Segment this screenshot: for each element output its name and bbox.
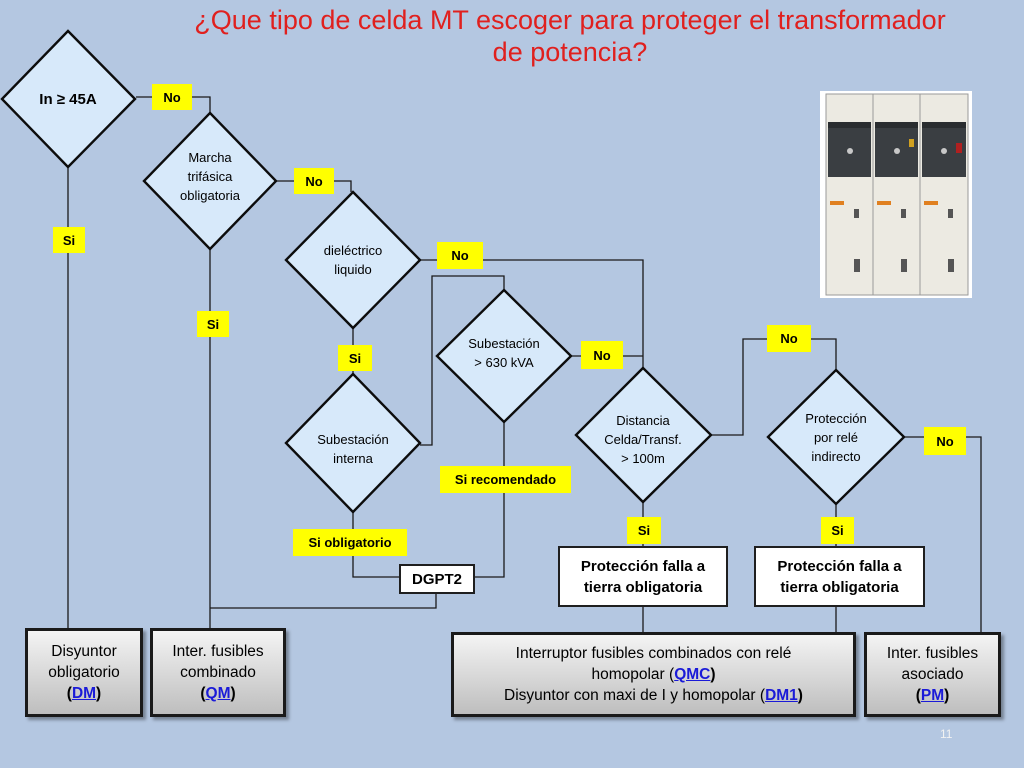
result-interruptor-combinado-box: Interruptor fusibles combinados con relé… — [451, 632, 856, 717]
link-qm[interactable]: QM — [205, 685, 231, 702]
decision-interna-line-1: Subestación — [317, 432, 389, 447]
label-no-630: No — [581, 341, 623, 369]
label-si-obligatorio: Si obligatorio — [293, 529, 407, 556]
result-qmc-line-1: Interruptor fusibles combinados con relé — [515, 645, 792, 662]
decision-630-line-2: > 630 kVA — [474, 355, 534, 370]
page-title-line-2: de potencia? — [492, 37, 648, 67]
label-si-rele: Si — [821, 517, 854, 544]
result-qmc-line-2-pre: homopolar ( — [591, 666, 675, 683]
label-no-dielectrico: No — [437, 242, 483, 269]
proteccion-falla-2-line-2: tierra obligatoria — [780, 578, 899, 596]
decision-dielectrico-text: dieléctrico liquido — [303, 238, 403, 282]
proteccion-falla-box-2: Protección falla a tierra obligatoria — [754, 546, 925, 607]
result-asociado-line-2: asociado — [901, 666, 964, 683]
decision-rele-diamond — [766, 368, 906, 506]
link-dm1[interactable]: DM1 — [765, 687, 798, 704]
decision-distancia-diamond — [574, 366, 713, 504]
decision-interna-diamond — [284, 372, 422, 514]
paren-close: ) — [230, 685, 236, 702]
paren-close: ) — [710, 666, 716, 683]
proteccion-falla-1-line-1: Protección falla a — [580, 557, 706, 575]
paren-open: ( — [915, 687, 921, 704]
result-combinado-line-2: combinado — [180, 664, 256, 681]
decision-marcha-diamond — [142, 111, 278, 251]
result-asociado-line-1: Inter. fusibles — [886, 645, 979, 662]
decision-marcha-line-2: trifásica — [187, 168, 233, 184]
decision-interna-text: Subestación interna — [303, 428, 403, 470]
proteccion-falla-2-line-1: Protección falla a — [777, 557, 902, 575]
decision-distancia-line-3: > 100m — [621, 450, 665, 466]
proteccion-falla-box-1: Protección falla a tierra obligatoria — [558, 546, 728, 607]
label-no-in45: No — [152, 84, 192, 110]
page-title-line-1: ¿Que tipo de celda MT escoger para prote… — [194, 5, 946, 35]
paren-close: ) — [797, 687, 803, 704]
decision-in45-label: In ≥ 45A — [39, 90, 97, 108]
result-combinado-line-3: (QM) — [200, 683, 235, 704]
decision-630-diamond — [435, 288, 573, 424]
paren-close: ) — [96, 685, 102, 702]
switchgear-cabinet-image — [820, 91, 972, 298]
label-si-recomendado: Si recomendado — [440, 466, 571, 493]
label-no-distancia: No — [767, 325, 811, 352]
decision-in45-diamond — [0, 29, 137, 169]
proteccion-falla-1-line-2: tierra obligatoria — [583, 578, 703, 596]
result-disyuntor-box: Disyuntor obligatorio (DM) — [25, 628, 143, 717]
result-dm1-line: Disyuntor con maxi de I y homopolar (DM1… — [504, 685, 803, 706]
result-combinado-line-1: Inter. fusibles — [172, 643, 264, 660]
result-dm1-line-pre: Disyuntor con maxi de I y homopolar ( — [504, 687, 766, 704]
decision-rele-text: Protección por relé indirecto — [786, 407, 886, 467]
page-title: ¿Que tipo de celda MT escoger para prote… — [120, 4, 1020, 68]
page-number: 11 — [940, 727, 953, 741]
decision-rele-line-3: indirecto — [811, 448, 861, 464]
decision-distancia-line-1: Distancia — [616, 412, 670, 428]
decision-dielectrico-line-2: liquido — [334, 262, 372, 277]
link-dm[interactable]: DM — [71, 685, 97, 702]
label-si-marcha: Si — [197, 311, 229, 337]
result-disyuntor-line-1: Disyuntor — [51, 643, 117, 660]
decision-630-line-1: Subestación — [468, 336, 540, 351]
label-si-in45: Si — [53, 227, 85, 253]
paren-open: ( — [66, 685, 72, 702]
decision-distancia-text: Distancia Celda/Transf. > 100m — [590, 409, 696, 469]
dgpt2-label: DGPT2 — [411, 570, 462, 588]
label-no-marcha: No — [294, 168, 334, 194]
decision-in45-text: In ≥ 45A — [18, 86, 118, 112]
paren-open: ( — [200, 685, 206, 702]
decision-dielectrico-line-1: dieléctrico — [323, 243, 383, 258]
label-no-rele: No — [924, 427, 966, 455]
decision-marcha-line-3: obligatoria — [180, 187, 240, 203]
link-qmc[interactable]: QMC — [674, 666, 711, 683]
decision-interna-line-2: interna — [333, 451, 373, 466]
result-qmc-line-2: homopolar (QMC) — [591, 664, 715, 685]
label-si-distancia: Si — [627, 517, 661, 544]
paren-close: ) — [944, 687, 950, 704]
label-si-dielectrico: Si — [338, 345, 372, 371]
decision-distancia-line-2: Celda/Transf. — [604, 431, 682, 447]
decision-dielectrico-diamond — [284, 190, 422, 330]
result-inter-asociado-box: Inter. fusibles asociado (PM) — [864, 632, 1001, 717]
result-inter-combinado-box: Inter. fusibles combinado (QM) — [150, 628, 286, 717]
dgpt2-box: DGPT2 — [399, 564, 475, 594]
decision-marcha-line-1: Marcha — [188, 149, 232, 165]
link-pm[interactable]: PM — [920, 687, 945, 704]
switchgear-cabinet-drawing — [825, 93, 969, 296]
decision-rele-line-1: Protección — [805, 410, 867, 426]
decision-630-text: Subestación > 630 kVA — [454, 332, 554, 374]
result-disyuntor-line-3: (DM) — [67, 683, 101, 704]
result-disyuntor-line-2: obligatorio — [48, 664, 120, 681]
decision-marcha-text: Marcha trifásica obligatoria — [162, 145, 258, 207]
decision-rele-line-2: por relé — [813, 429, 859, 445]
result-asociado-line-3: (PM) — [916, 685, 950, 706]
